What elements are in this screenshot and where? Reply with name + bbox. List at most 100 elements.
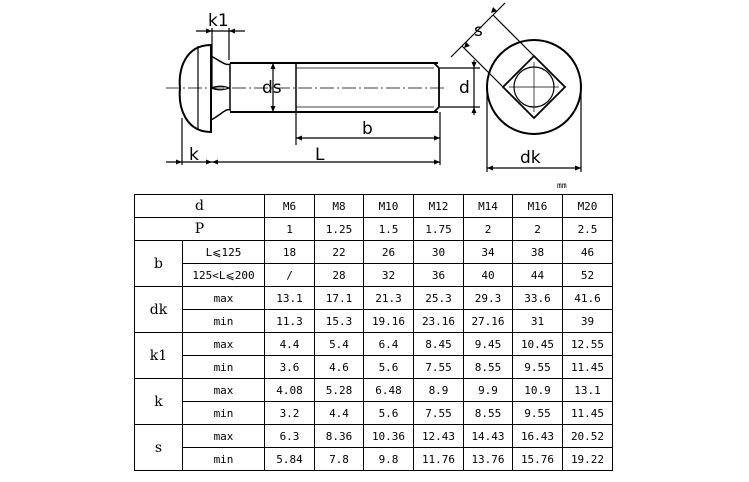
p-value-cell: 2 xyxy=(463,217,513,241)
k-value-cell: 7.55 xyxy=(413,401,464,425)
k-value-cell: 4.08 xyxy=(264,378,315,402)
s-value-cell: 12.43 xyxy=(413,424,464,448)
row-label-k: k xyxy=(134,378,183,425)
sub-label-max: max xyxy=(182,424,265,448)
k1-value-cell: 3.6 xyxy=(264,355,315,379)
b-value-cell: 32 xyxy=(363,263,414,287)
k-value-cell: 8.9 xyxy=(413,378,464,402)
s-value-cell: 15.76 xyxy=(512,447,563,471)
k1-value-cell: 8.45 xyxy=(413,332,464,356)
k-value-cell: 9.9 xyxy=(463,378,513,402)
k-value-cell: 10.9 xyxy=(512,378,563,402)
sub-label-min: min xyxy=(182,355,265,379)
square-neck xyxy=(501,54,567,120)
k1-value-cell: 10.45 xyxy=(512,332,563,356)
dim-label-d: d xyxy=(459,78,470,98)
s-value-cell: 9.8 xyxy=(363,447,414,471)
s-value-cell: 11.76 xyxy=(413,447,464,471)
s-value-cell: 10.36 xyxy=(363,424,414,448)
k1-value-cell: 7.55 xyxy=(413,355,464,379)
sub-label-max: max xyxy=(182,332,265,356)
p-value-cell: 2 xyxy=(512,217,563,241)
dim-label-ds: ds xyxy=(262,78,282,98)
size-header-m16: M16 xyxy=(512,194,563,218)
s-value-cell: 14.43 xyxy=(463,424,513,448)
b-value-cell: 38 xyxy=(512,240,563,264)
k1-value-cell: 5.6 xyxy=(363,355,414,379)
s-value-cell: 7.8 xyxy=(314,447,364,471)
sub-label-max: max xyxy=(182,378,265,402)
k-value-cell: 6.48 xyxy=(363,378,414,402)
k-value-cell: 5.6 xyxy=(363,401,414,425)
size-header-m10: M10 xyxy=(363,194,414,218)
dk-value-cell: 11.3 xyxy=(264,309,315,333)
s-value-cell: 16.43 xyxy=(512,424,563,448)
k1-value-cell: 8.55 xyxy=(463,355,513,379)
size-header-m14: M14 xyxy=(463,194,513,218)
row-label-b: b xyxy=(134,240,183,287)
k1-value-cell: 11.45 xyxy=(562,355,613,379)
k1-value-cell: 12.55 xyxy=(562,332,613,356)
dk-value-cell: 25.3 xyxy=(413,286,464,310)
b-value-cell: 52 xyxy=(562,263,613,287)
dim-label-s: s xyxy=(474,21,483,41)
dim-label-dk: dk xyxy=(520,148,541,168)
size-header-m20: M20 xyxy=(562,194,613,218)
dk-value-cell: 21.3 xyxy=(363,286,414,310)
b-value-cell: 36 xyxy=(413,263,464,287)
dk-value-cell: 33.6 xyxy=(512,286,563,310)
k1-value-cell: 6.4 xyxy=(363,332,414,356)
row-label-dk: dk xyxy=(134,286,183,333)
k-value-cell: 4.4 xyxy=(314,401,364,425)
k-value-cell: 8.55 xyxy=(463,401,513,425)
k1-value-cell: 9.55 xyxy=(512,355,563,379)
bolt-head xyxy=(178,43,212,134)
s-value-cell: 8.36 xyxy=(314,424,364,448)
size-header-m12: M12 xyxy=(413,194,464,218)
b-value-cell: 22 xyxy=(314,240,364,264)
p-value-cell: 1.75 xyxy=(413,217,464,241)
dk-value-cell: 17.1 xyxy=(314,286,364,310)
b-value-cell: 30 xyxy=(413,240,464,264)
k-value-cell: 5.28 xyxy=(314,378,364,402)
b-value-cell: 40 xyxy=(463,263,513,287)
k1-value-cell: 4.4 xyxy=(264,332,315,356)
size-header-m6: M6 xyxy=(264,194,315,218)
s-value-cell: 13.76 xyxy=(463,447,513,471)
k1-value-cell: 9.45 xyxy=(463,332,513,356)
b-condition-label: L⩽125 xyxy=(182,240,265,264)
s-value-cell: 6.3 xyxy=(264,424,315,448)
dk-value-cell: 39 xyxy=(562,309,613,333)
k-value-cell: 13.1 xyxy=(562,378,613,402)
bolt-drawing: k1 ds d b k L s dk xyxy=(166,2,582,172)
k-value-cell: 9.55 xyxy=(512,401,563,425)
k-value-cell: 11.45 xyxy=(562,401,613,425)
dk-value-cell: 23.16 xyxy=(413,309,464,333)
s-value-cell: 19.22 xyxy=(562,447,613,471)
dk-value-cell: 19.16 xyxy=(363,309,414,333)
header-label-d: d xyxy=(134,194,265,218)
b-value-cell: 26 xyxy=(363,240,414,264)
row-label-p: P xyxy=(134,217,265,241)
dim-label-k1: k1 xyxy=(208,11,229,31)
b-value-cell: 46 xyxy=(562,240,613,264)
dk-value-cell: 31 xyxy=(512,309,563,333)
k1-value-cell: 4.6 xyxy=(314,355,364,379)
b-value-cell: / xyxy=(264,263,315,287)
sub-label-min: min xyxy=(182,401,265,425)
b-value-cell: 44 xyxy=(512,263,563,287)
k-value-cell: 3.2 xyxy=(264,401,315,425)
row-label-k1: k1 xyxy=(134,332,183,379)
dk-value-cell: 27.16 xyxy=(463,309,513,333)
